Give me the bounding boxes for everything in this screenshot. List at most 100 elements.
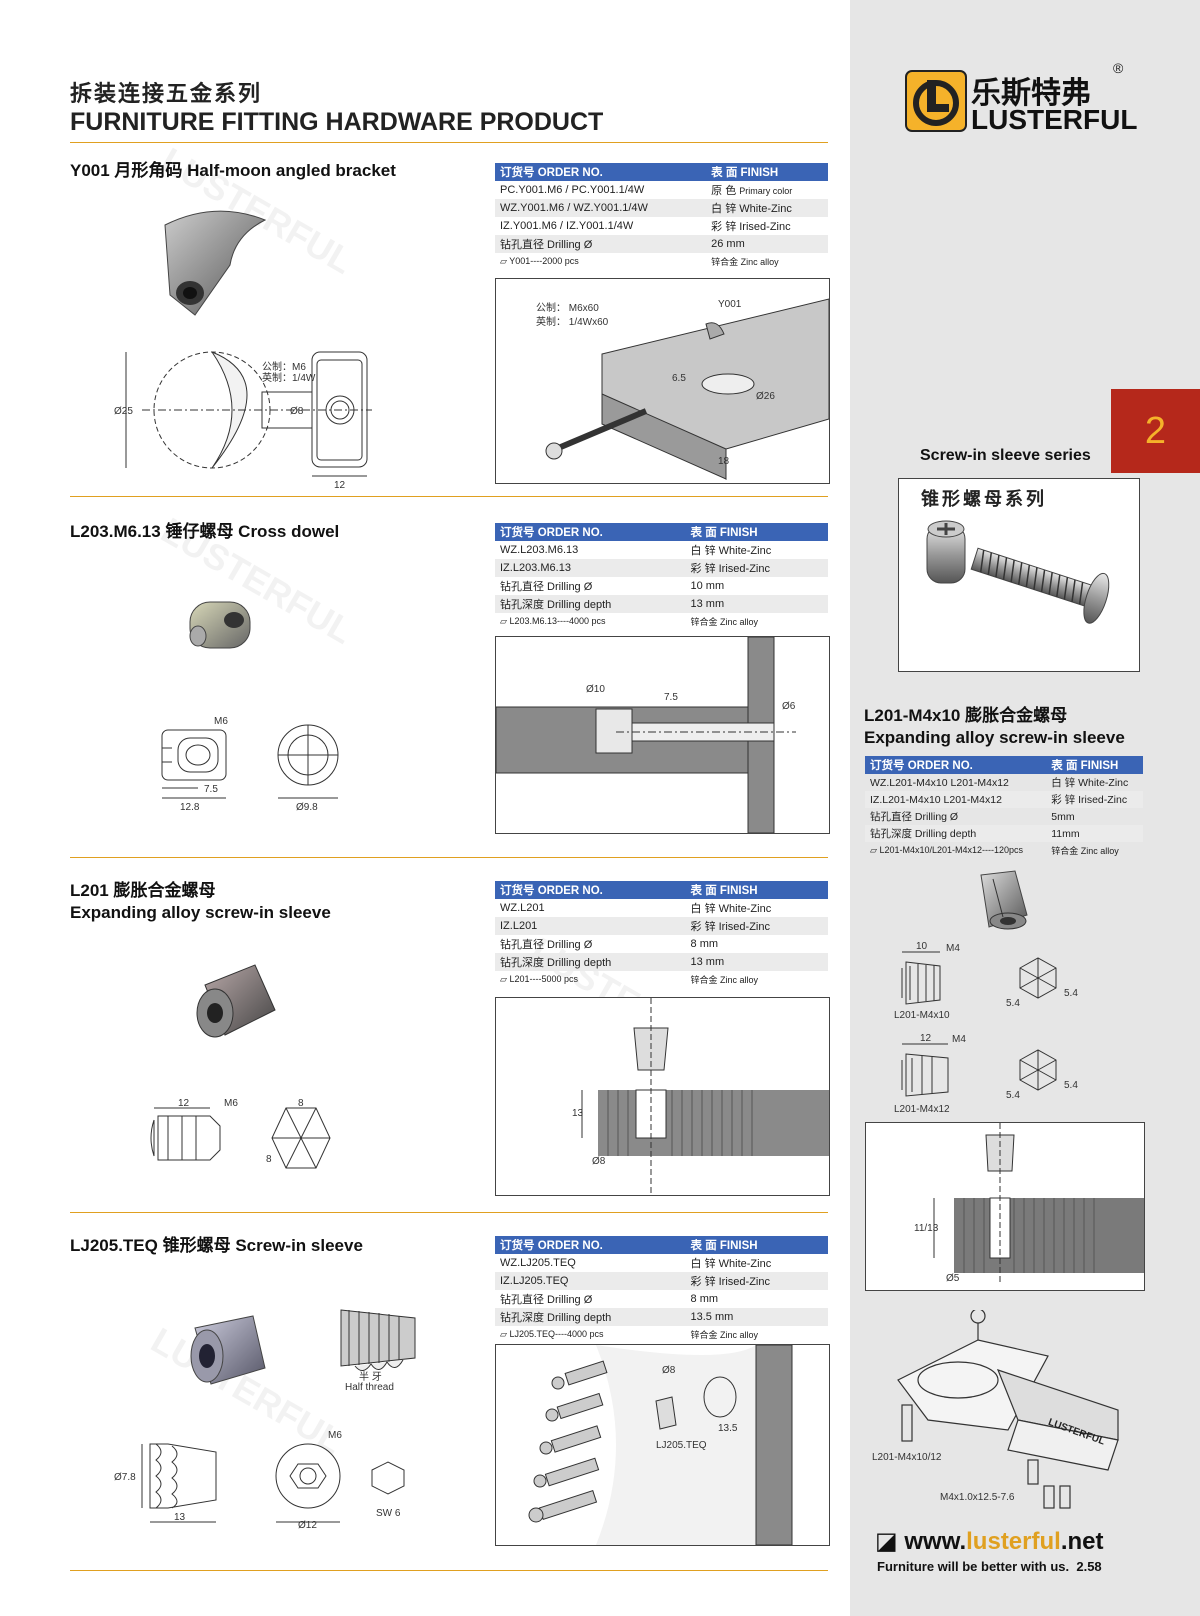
dim-label: Ø25 (114, 406, 133, 417)
dim-label: 7.5 (204, 784, 218, 795)
header-rule (70, 142, 828, 143)
table-cell: IZ.LJ205.TEQ (495, 1272, 686, 1290)
dim-label: 12.8 (180, 802, 200, 812)
dim-label: 13.5 (718, 1423, 738, 1434)
finish-header: 表 面 FINISH (685, 523, 828, 541)
spec-table-y001: 订货号 ORDER NO.表 面 FINISH PC.Y001.M6 / PC.… (495, 163, 828, 269)
material: 锌合金 Zinc alloy (690, 1329, 759, 1340)
l203-dimension-drawing: M6 7.5 12.8 Ø9.8 (161, 716, 339, 812)
half-thread-drawing: 半 牙 Half thread (340, 1309, 416, 1392)
dim-label: 13 (572, 1108, 584, 1119)
brand-logo: 乐斯特弗 LUSTERFUL ® (905, 60, 1138, 138)
table-cell: 8 mm (690, 938, 719, 950)
lj205-dimension-drawing: M6 Ø7.8 13 Ø12 SW 6 (114, 1430, 405, 1530)
footer-url[interactable]: ◪ www.lusterful.net (875, 1527, 1104, 1556)
dim-label: M6 (328, 1430, 342, 1441)
lj205-install-diagram: Ø8 13.5 LJ205.TEQ (495, 1344, 830, 1546)
brand-logo-icon (905, 70, 967, 132)
table-cell: 13 mm (685, 595, 828, 613)
l201-dimension-drawing: 12 M6 8 8 (150, 1098, 331, 1169)
table-cell: 13.5 mm (685, 1308, 828, 1326)
dim-label: SW 6 (376, 1508, 401, 1519)
arrow-icon: ◪ (875, 1528, 898, 1555)
dim-label: Ø5 (946, 1273, 960, 1284)
table-cell: 白 锌 White-Zinc (690, 903, 772, 915)
pack-text: L203.M6.13----4000 pcs (509, 615, 606, 626)
install-label: 公制： M6x60 (536, 301, 599, 314)
order-header: 订货号 ORDER NO. (495, 881, 686, 899)
side-product-spec-table: 订货号 ORDER NO.表 面 FINISH WZ.L201-M4x10 L2… (865, 756, 1143, 858)
dim-label: M4 (946, 943, 960, 954)
half-thread-cn: 半 牙 (359, 1370, 382, 1383)
table-cell: 13 mm (685, 953, 828, 971)
lj205-photo (190, 1315, 266, 1385)
pack-qty: ▱ LJ205.TEQ----4000 pcs (495, 1326, 686, 1342)
table-cell: 10 mm (690, 580, 725, 592)
footer-slogan: Furniture will be better with us. 2.58 (877, 1559, 1102, 1574)
table-cell: WZ.L201 (500, 902, 545, 914)
table-cell: WZ.LJ205.TEQ (500, 1257, 576, 1269)
dim-label: M6 (224, 1098, 238, 1109)
material: 锌合金 Zinc alloy (690, 616, 759, 627)
table-cell: 彩 锌 Irised-Zinc (685, 1272, 828, 1290)
order-header: 订货号 ORDER NO. (495, 163, 707, 181)
table-cell: 11mm (1046, 825, 1143, 842)
table-cell: 钻孔深度 Drilling depth (495, 953, 686, 971)
box-icon: ▱ (870, 844, 877, 855)
dim-label: 10 (916, 941, 928, 952)
series-label: Screw-in sleeve series (920, 447, 1091, 464)
product-title-l201: L201 膨胀合金螺母 (70, 881, 216, 900)
box-icon: ▱ (500, 615, 507, 626)
dim-label: Ø9.8 (296, 802, 318, 812)
table-cell: IZ.L201-M4x10 L201-M4x12 (865, 791, 1047, 808)
dim-label: 公制：M6 (262, 360, 306, 373)
dim-label: Ø8 (592, 1156, 606, 1167)
table-cell: WZ.Y001.M6 / WZ.Y001.1/4W (495, 199, 707, 217)
table-cell: 原 色 Primary color (706, 181, 828, 199)
half-thread-en: Half thread (345, 1382, 394, 1392)
l201-photo (196, 964, 276, 1038)
url-tld: .net (1060, 1528, 1104, 1555)
table-cell: 钻孔直径 Drilling Ø (870, 811, 959, 823)
install-label: 18 (718, 456, 730, 467)
table-cell: PC.Y001.M6 / PC.Y001.1/4W (500, 184, 645, 196)
dim-label: LJ205.TEQ (656, 1440, 707, 1451)
dim-label: 13 (174, 1512, 186, 1523)
dim-label: Ø7.8 (114, 1472, 136, 1483)
url-domain: lusterful (966, 1528, 1061, 1555)
dim-label: Ø10 (586, 684, 605, 695)
dim-label: 12 (334, 480, 346, 490)
pack-qty: ▱ L201-M4x10/L201-M4x12----120pcs (865, 842, 1046, 858)
lj205-install-drawing: Ø8 13.5 LJ205.TEQ (528, 1344, 793, 1546)
y001-photo (164, 210, 267, 316)
dim-label: 11/13 (914, 1223, 939, 1234)
side-product-title: L201-M4x10 膨胀合金螺母 (864, 706, 1068, 725)
table-cell: WZ.L203.M6.13 (500, 544, 579, 556)
order-header: 订货号 ORDER NO. (495, 523, 686, 541)
finish-small: Primary color (739, 186, 793, 196)
right-panel (850, 0, 1200, 1616)
dim-label: M4 (952, 1034, 966, 1045)
registered-mark: ® (1113, 60, 1124, 76)
table-cell: 5mm (1051, 810, 1075, 823)
product-title-l203: L203.M6.13 锤仔螺母 Cross dowel (70, 522, 340, 541)
table-cell: 钻孔直径 Drilling Ø (495, 235, 707, 253)
order-header: 订货号 ORDER NO. (865, 756, 1047, 774)
table-cell: WZ.L201-M4x10 L201-M4x12 (870, 776, 1009, 789)
y001-install-drawing: 公制： M6x60 英制： 1/4Wx60 Y001 Ø26 6.5 18 (536, 298, 830, 480)
series-box-title: 锥形螺母系列 (921, 489, 1047, 509)
side-dimension-drawings: 10 M4 5.4 5.4 L201-M4x10 12 M4 5.4 5.4 L… (894, 941, 1078, 1115)
table-cell: 白 锌 White-Zinc (1051, 777, 1129, 789)
dim-label: L201-M4x12 (894, 1104, 950, 1115)
pack-text: L201----5000 pcs (509, 973, 578, 984)
brand-name-cn: 乐斯特弗 (971, 77, 1091, 110)
dim-label: 5.4 (1064, 1080, 1078, 1091)
dim-label: 7.5 (664, 692, 678, 703)
product-title-y001: Y001 月形角码 Half-moon angled bracket (70, 161, 396, 180)
brand-name-en: LUSTERFUL (971, 104, 1138, 135)
section-rule (70, 857, 828, 858)
side-install-drawing: 11/13 Ø5 (914, 1123, 1144, 1284)
section-rule (70, 1212, 828, 1213)
